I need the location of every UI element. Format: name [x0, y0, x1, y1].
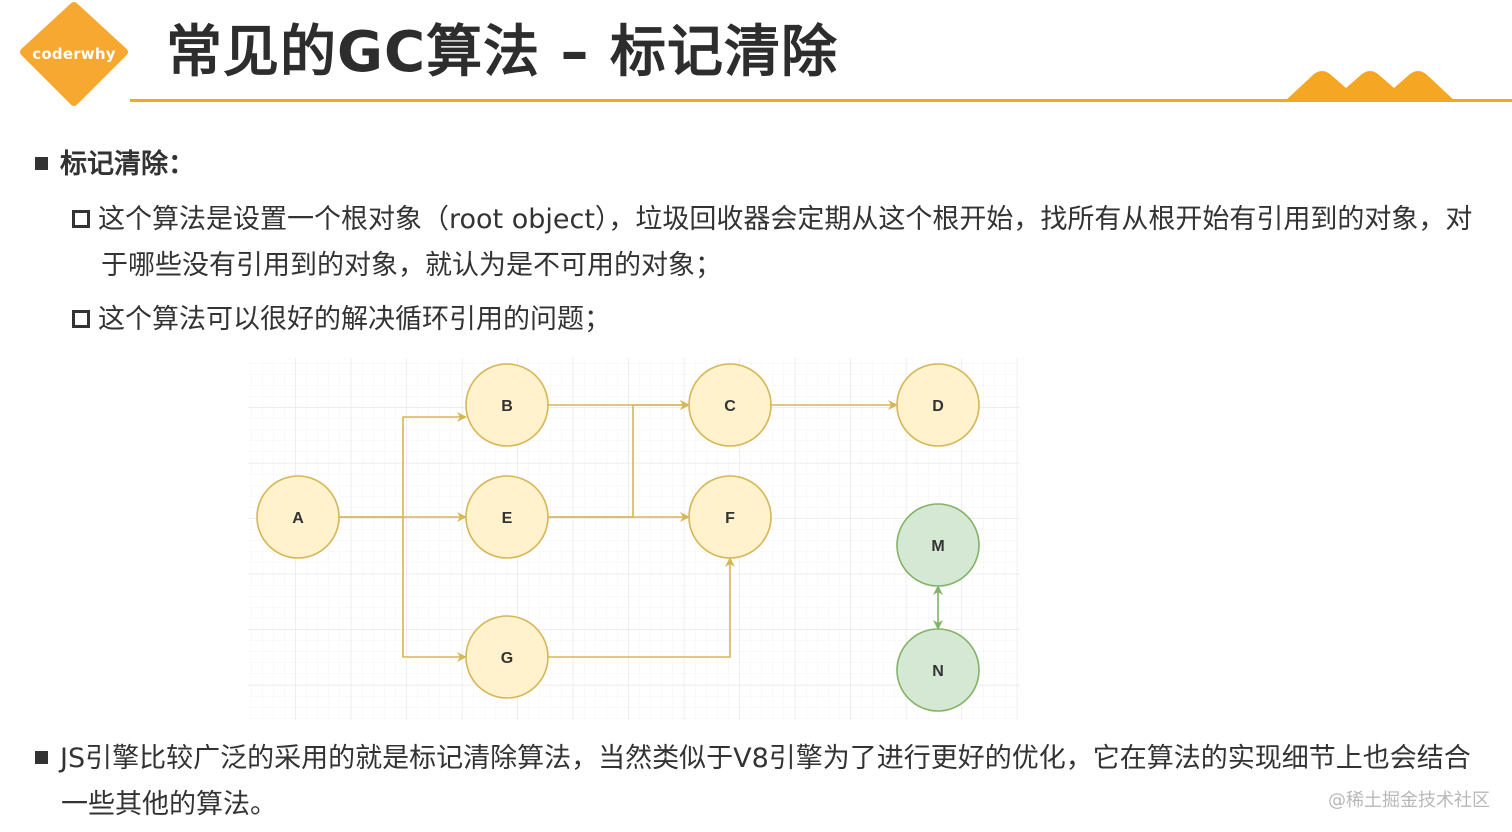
node-label: B	[501, 398, 513, 415]
node-circle	[465, 363, 549, 447]
hollow-square-icon	[72, 309, 90, 328]
mountains-decoration	[1284, 71, 1456, 102]
node-label: D	[932, 398, 944, 415]
bottom-paragraph: JS引擎比较广泛的采用的就是标记清除算法，当然类似于V8引擎为了进行更好的优化，…	[35, 736, 1471, 782]
edge-a-g	[402, 517, 467, 662]
node-circle	[688, 475, 772, 559]
edge-g-f	[548, 557, 735, 658]
node-label: A	[292, 510, 304, 527]
bottom-line1: JS引擎比较广泛的采用的就是标记清除算法，当然类似于V8引擎为了进行更好的优化，…	[60, 743, 1471, 774]
page-title: 常见的GC算法 – 标记清除	[166, 20, 839, 85]
node-circle	[896, 363, 980, 447]
node-circle	[896, 628, 980, 712]
bottom-paragraph-continued: 一些其他的算法。	[61, 782, 277, 828]
node-label: C	[724, 398, 736, 415]
node-label: F	[725, 510, 735, 527]
hollow-square-icon	[72, 209, 90, 228]
node-label: M	[931, 538, 944, 555]
node-c: C	[688, 363, 772, 447]
diagram-grid	[248, 358, 1020, 720]
node-f: F	[688, 475, 772, 559]
sub-item-1-line1: 这个算法是设置一个根对象（root object），垃圾回收器会定期从这个根开始…	[98, 204, 1473, 235]
reference-graph-diagram: A B C D E F G M N	[248, 358, 1020, 720]
node-b: B	[465, 363, 549, 447]
sub-item-1: 这个算法是设置一个根对象（root object），垃圾回收器会定期从这个根开始…	[72, 197, 1472, 243]
node-label: E	[502, 510, 513, 527]
sub-item-1-continued: 于哪些没有引用到的对象，就认为是不可用的对象；	[101, 243, 722, 289]
node-m: M	[896, 503, 980, 587]
node-label: N	[932, 663, 944, 680]
section-heading: 标记清除：	[35, 145, 195, 185]
section-heading-text: 标记清除：	[60, 149, 195, 180]
sub-item-1-line2: 于哪些没有引用到的对象，就认为是不可用的对象；	[101, 250, 722, 281]
node-circle	[896, 503, 980, 587]
sub-item-2: 这个算法可以很好的解决循环引用的问题；	[72, 297, 611, 343]
bullet-square-icon	[35, 157, 48, 170]
bottom-line2: 一些其他的算法。	[61, 789, 277, 820]
node-label: G	[501, 650, 513, 667]
title-underline	[130, 99, 1512, 102]
coderwhy-logo: coderwhy	[18, 2, 130, 106]
bullet-square-icon	[35, 751, 48, 764]
node-a: A	[256, 475, 340, 559]
node-d: D	[896, 363, 980, 447]
sub-item-2-line1: 这个算法可以很好的解决循环引用的问题；	[98, 304, 611, 335]
node-e: E	[465, 475, 549, 559]
node-circle	[465, 475, 549, 559]
node-circle	[688, 363, 772, 447]
node-circle	[465, 615, 549, 699]
logo-text: coderwhy	[32, 45, 116, 63]
node-n: N	[896, 628, 980, 712]
watermark: @稀土掘金技术社区	[1328, 790, 1490, 811]
node-circle	[256, 475, 340, 559]
node-g: G	[465, 615, 549, 699]
